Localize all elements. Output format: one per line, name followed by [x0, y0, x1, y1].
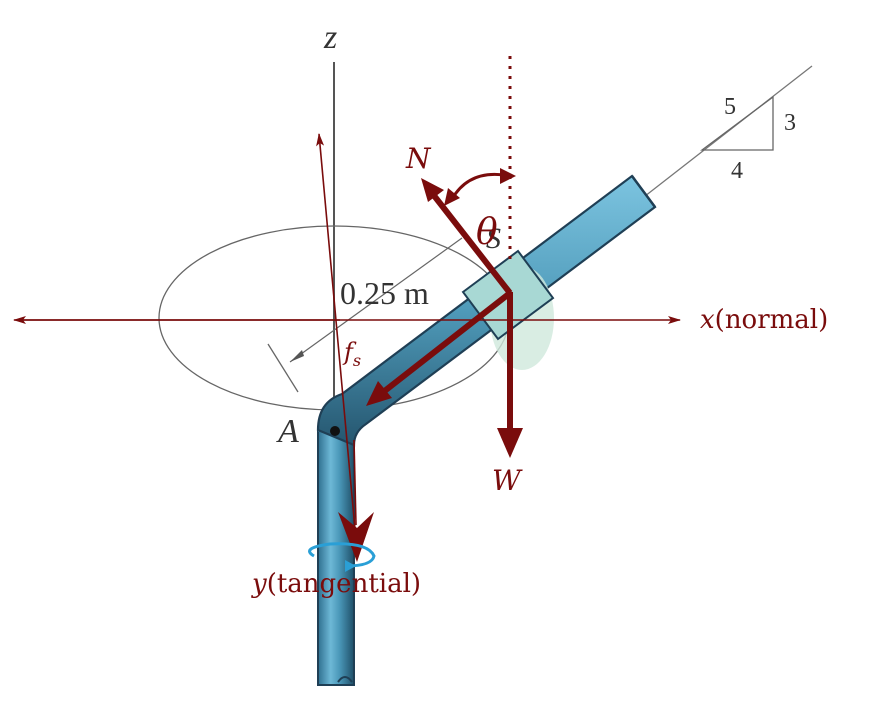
rod-end-cap — [630, 175, 657, 208]
spin-arrow — [308, 542, 376, 568]
normal-force-vector — [429, 191, 513, 295]
y-axis-suffix: (tangential) — [267, 569, 421, 599]
weight-label: W — [492, 464, 523, 497]
angle-label: θ — [476, 212, 498, 253]
angle-arc-head-right — [500, 168, 516, 184]
y-axis-letter: y — [251, 569, 267, 599]
point-a-label: A — [276, 413, 299, 450]
z-axis-label: z — [323, 19, 337, 56]
friction-force-vector — [380, 290, 512, 396]
vertical-rod — [317, 429, 355, 686]
x-axis-label: x(normal) — [700, 305, 828, 335]
y-axis-thin-line — [316, 133, 357, 541]
angle-arc-head-left — [444, 188, 460, 206]
y-axis-label: y(tangential) — [251, 569, 421, 599]
friction-force-subscript: s — [353, 351, 361, 370]
y-axis-arrow-head — [338, 512, 374, 562]
radius-dimension-line — [289, 237, 463, 363]
collar-label: S — [486, 222, 501, 255]
weight-arrow-head — [497, 428, 523, 458]
slope-triangle — [700, 95, 774, 151]
x-axis-letter: x — [700, 305, 715, 335]
slope-hyp-label: 5 — [724, 94, 736, 120]
y-axis-stem — [353, 439, 357, 526]
radius-arrow-head — [290, 350, 304, 362]
rod-bottom-mark — [337, 676, 353, 683]
incline-guide-line — [639, 65, 813, 201]
radius-label: 0.25 m — [340, 275, 429, 311]
x-axis-suffix: (normal) — [715, 305, 829, 335]
friction-force-label: fs — [342, 338, 361, 370]
spin-arrow-head — [345, 560, 356, 572]
point-a-dot — [330, 426, 340, 436]
normal-force-arrow-head — [421, 178, 444, 202]
friction-force-arrow-head — [366, 381, 392, 406]
slope-rise-label: 3 — [784, 110, 796, 136]
slope-run-label: 4 — [731, 158, 743, 184]
radius-tick — [267, 343, 299, 393]
normal-force-label: N — [405, 142, 432, 175]
